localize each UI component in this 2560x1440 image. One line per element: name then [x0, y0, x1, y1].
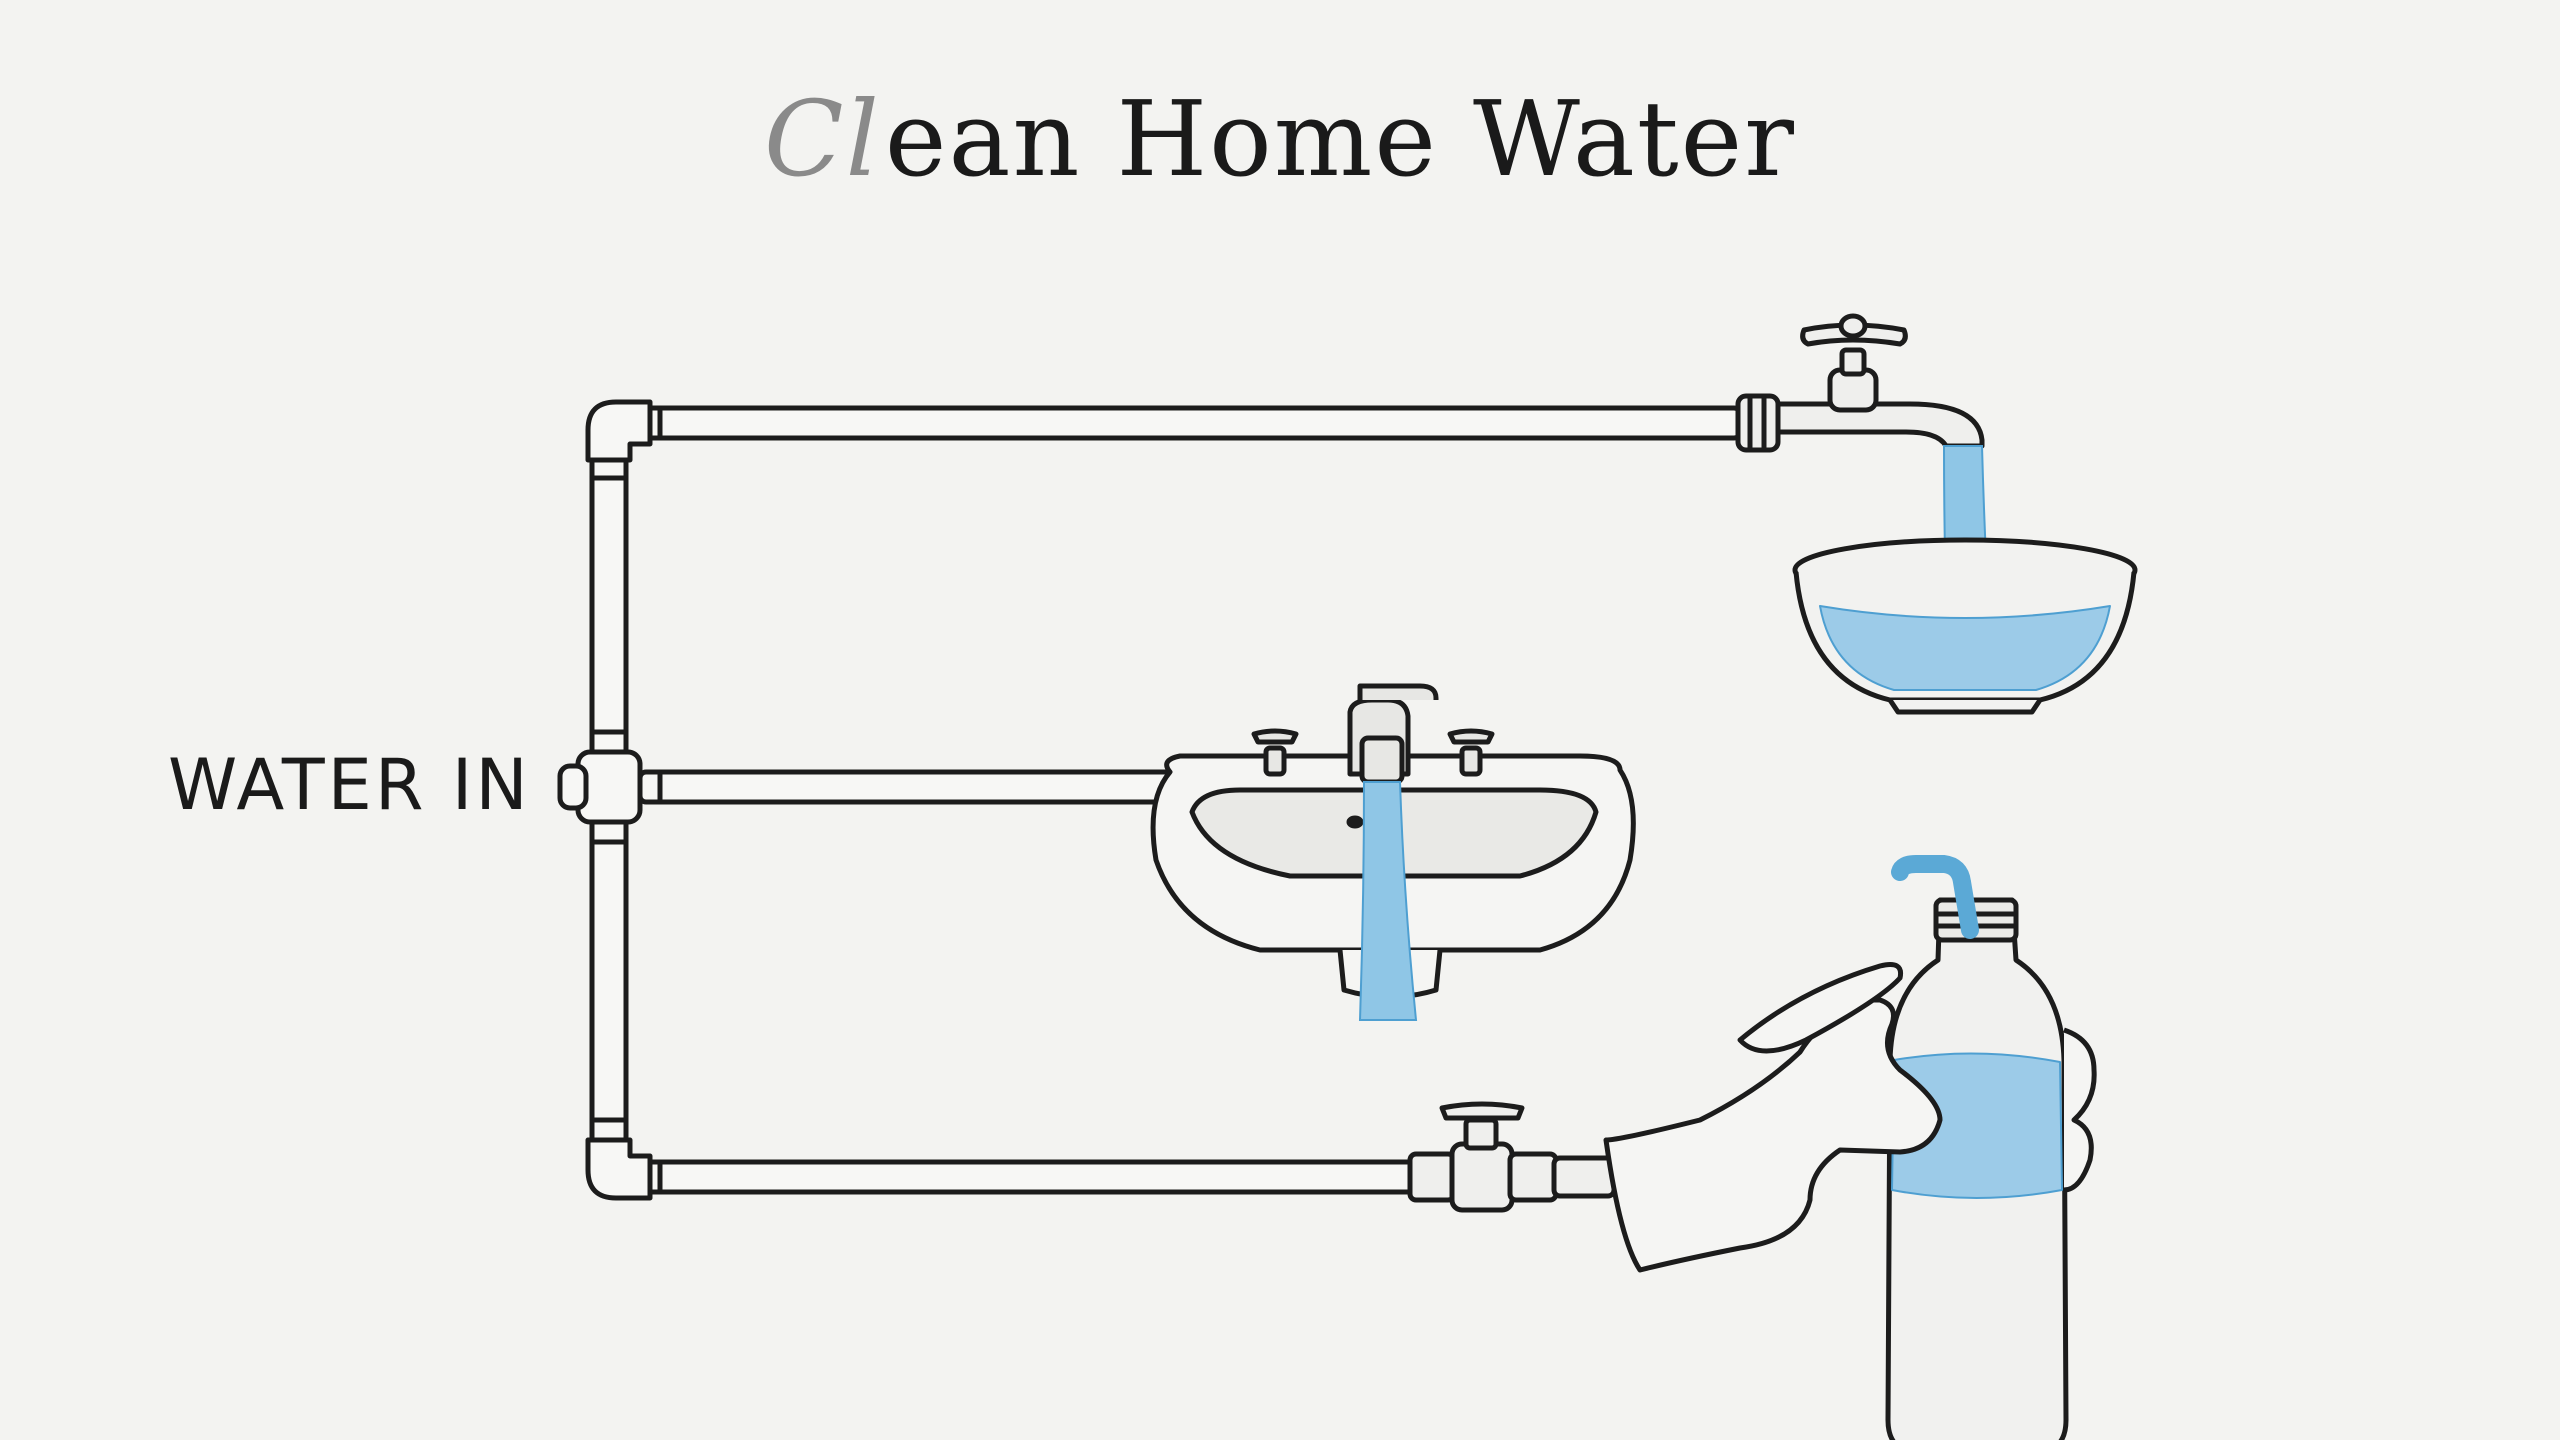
bowl-icon — [1792, 537, 2138, 715]
bottle-icon — [1885, 897, 2069, 1440]
diagram-title: Clean Home Water — [0, 78, 2560, 200]
valve-tap-icon — [1407, 1101, 1617, 1213]
title-text: ean Home Water — [884, 78, 1796, 200]
middle-branch-pipe — [637, 769, 1183, 805]
top-elbow-fitting — [585, 399, 653, 463]
title-ghost-letters: Cl — [764, 78, 881, 200]
top-branch-pipe — [637, 405, 1743, 441]
wall-tap-icon — [1735, 313, 1985, 453]
straw-icon — [1891, 855, 1979, 939]
sink-faucet-icon — [1251, 683, 1495, 829]
sink-water-stream — [1358, 781, 1418, 1021]
bottom-branch-pipe — [637, 1159, 1423, 1195]
water-in-label: WATER IN — [168, 744, 531, 826]
hand-icon — [1603, 962, 2097, 1273]
bottom-elbow-fitting — [585, 1137, 653, 1201]
